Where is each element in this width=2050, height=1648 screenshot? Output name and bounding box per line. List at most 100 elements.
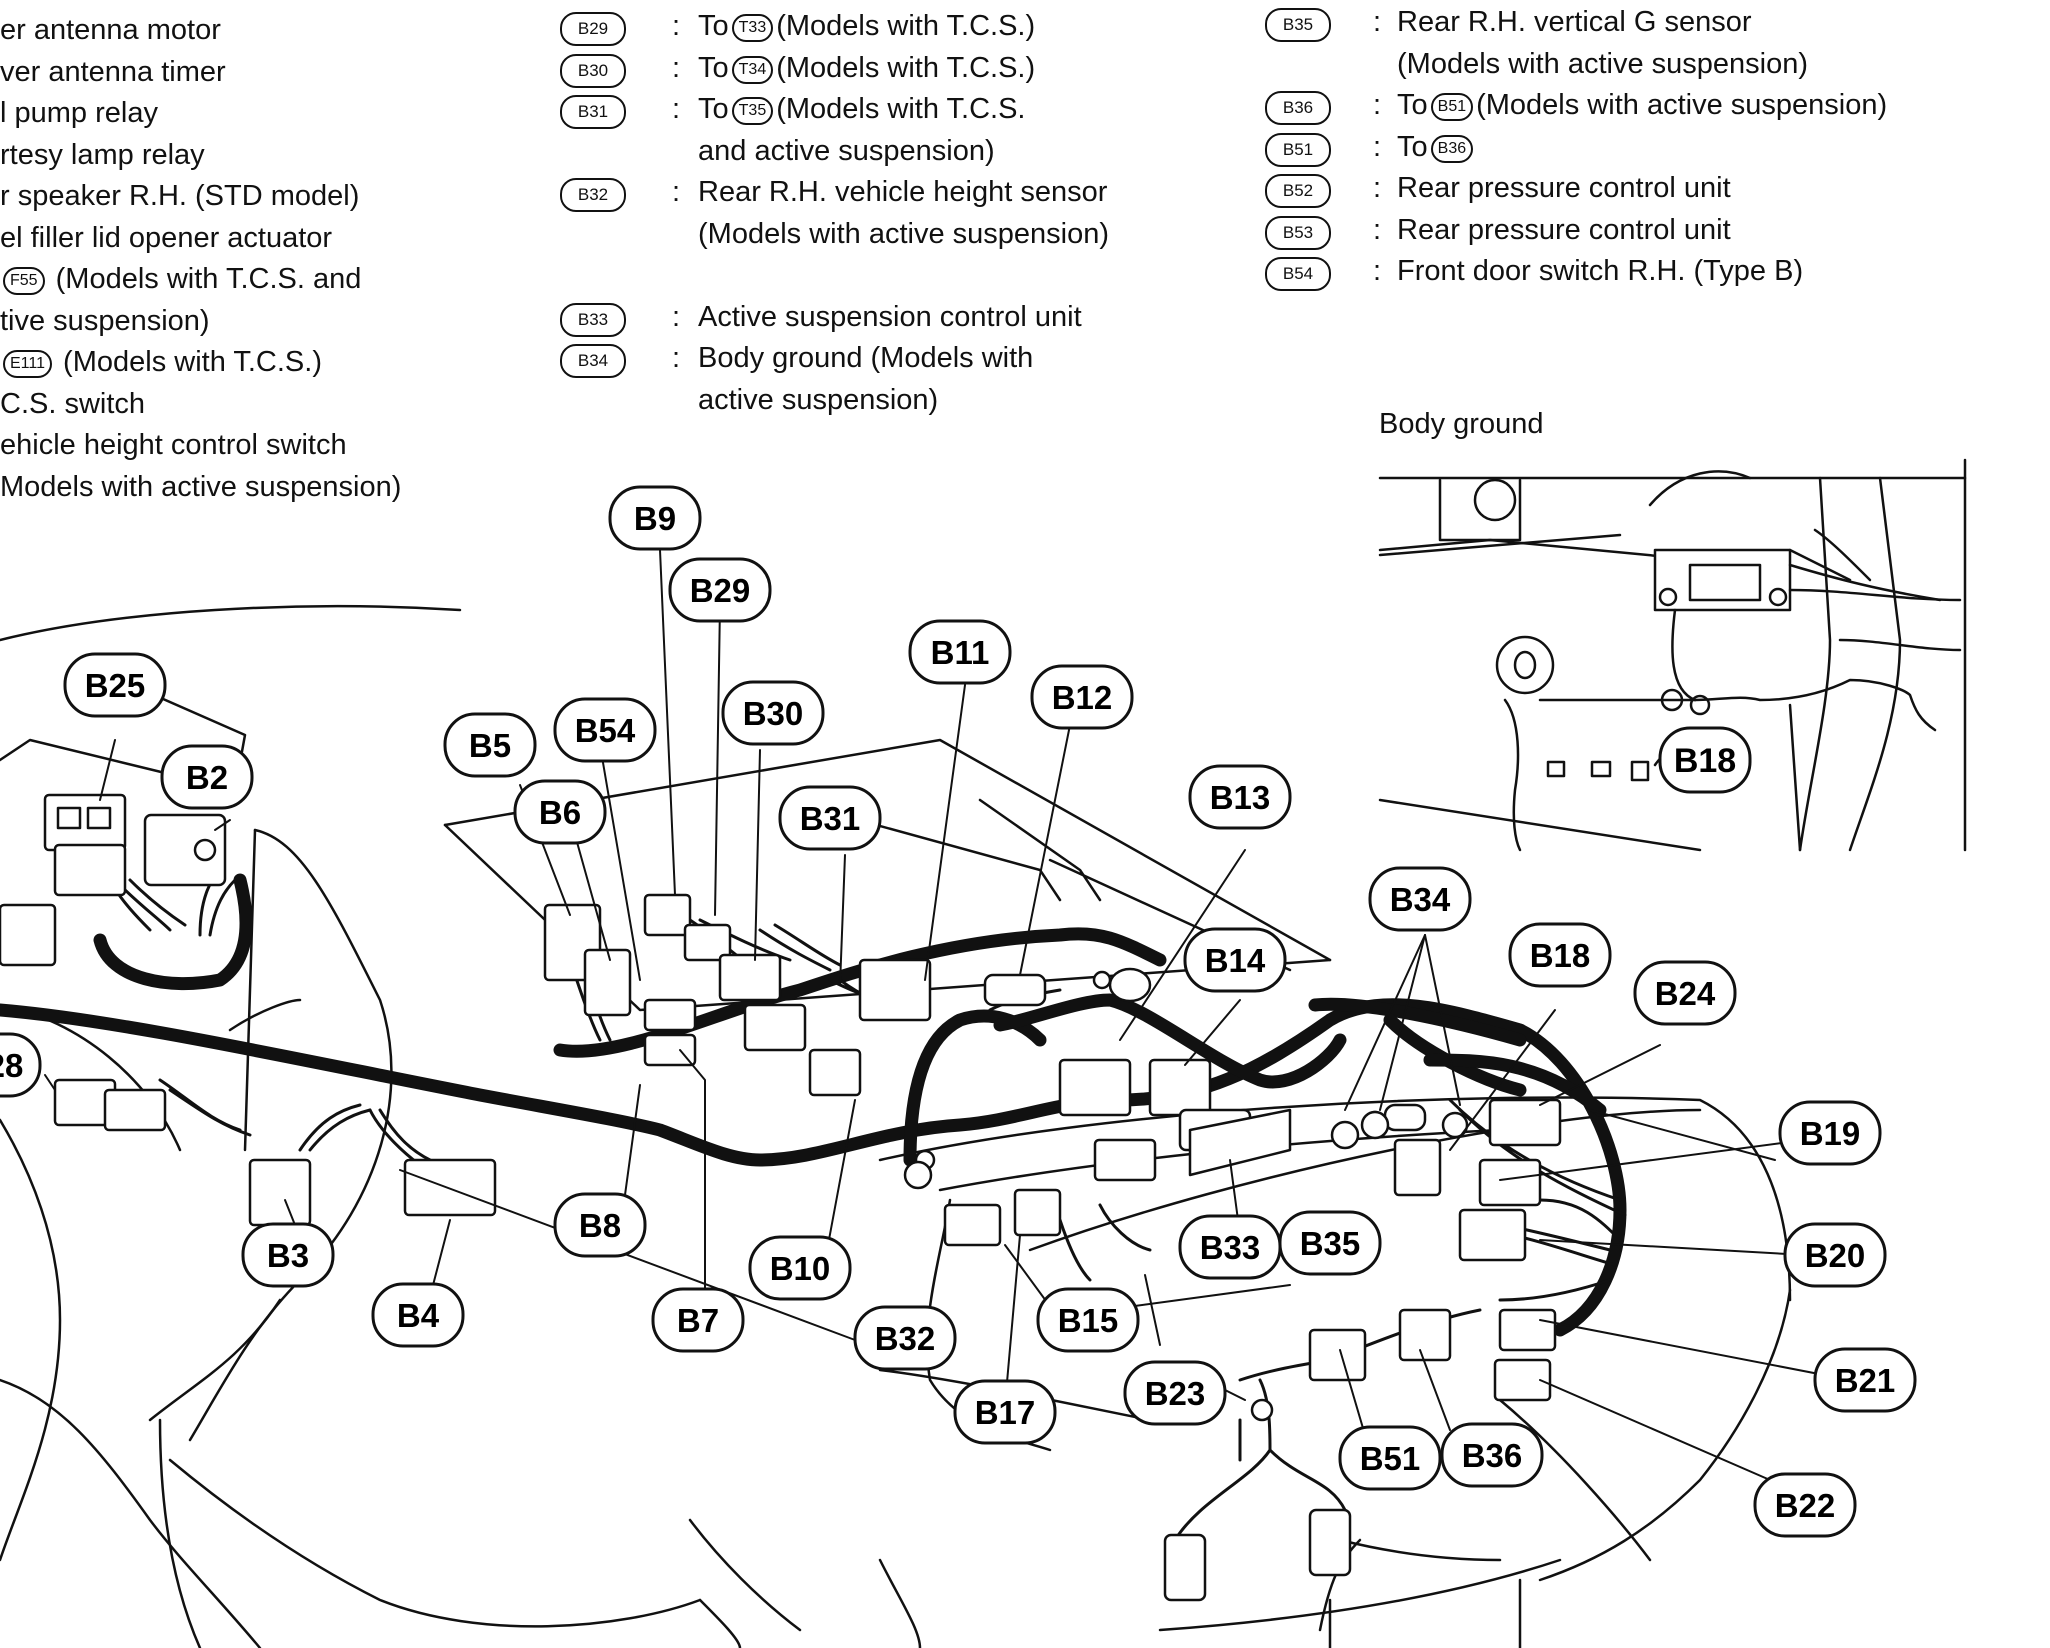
callout-label: B3 <box>267 1237 309 1274</box>
callout-box <box>513 779 607 845</box>
callout-label: B30 <box>743 695 804 732</box>
legend-text: To <box>698 93 729 125</box>
connector-code-badge: B29 <box>560 12 626 46</box>
legend-text: Rear R.H. vertical G sensor <box>1397 6 1752 38</box>
legend-text: Front door switch R.H. (Type B) <box>1397 255 1804 287</box>
legend-text: Rear R.H. vehicle height sensor <box>698 176 1108 208</box>
legend-description: and active suspension) <box>698 131 995 173</box>
left-legend-row: rtesy lamp relay <box>0 135 401 177</box>
callout-b30: B30 <box>721 680 825 746</box>
left-legend-text: ehicle height control switch <box>0 429 347 461</box>
connector-code-badge: B51 <box>1265 132 1331 167</box>
inset-b18-label: B18 <box>1674 742 1736 780</box>
connector-code-badge: B54 <box>1265 257 1331 291</box>
callout-label: B35 <box>1300 1225 1361 1262</box>
callout-b20: B20 <box>1783 1222 1887 1288</box>
callout-b17: B17 <box>953 1379 1057 1445</box>
callout-label: B24 <box>1655 975 1716 1012</box>
left-legend-row: el filler lid opener actuator <box>0 218 401 260</box>
legend-text: (Models with T.C.S.) <box>776 10 1036 42</box>
callout-box <box>1183 927 1287 993</box>
legend-colon: : <box>1373 6 1382 38</box>
left-legend-text: C.S. switch <box>0 387 146 420</box>
callout-b33: B33 <box>1178 1214 1282 1280</box>
callout-b9: B9 <box>608 485 702 551</box>
left-legend-text: rtesy lamp relay <box>0 138 205 171</box>
callout-b13: B13 <box>1188 764 1292 830</box>
left-legend-text: r speaker R.H. (STD model) <box>0 180 360 212</box>
connector-ref-badge: T33 <box>731 14 774 42</box>
legend-text: active suspension) <box>698 383 939 416</box>
left-legend-row: F55 (Models with T.C.S. and <box>0 259 401 301</box>
callout-b32: B32 <box>853 1305 957 1371</box>
callout-box <box>1338 1425 1442 1491</box>
connector-code-badge: B36 <box>1265 91 1331 125</box>
legend-colon: : <box>672 176 681 208</box>
callout-label: B51 <box>1360 1440 1421 1477</box>
legend-text: Rear pressure control unit <box>1397 172 1731 204</box>
callout-box <box>1036 1287 1140 1353</box>
connector-code-badge: B34 <box>560 344 626 378</box>
legend-colon: : <box>1373 89 1382 121</box>
legend-description: Front door switch R.H. (Type B) <box>1397 251 1803 293</box>
legend-text: (Models with active suspension) <box>1476 89 1888 121</box>
callout-box <box>1440 1422 1544 1488</box>
callout-b54: B54 <box>553 697 657 763</box>
callout-b8: B8 <box>553 1192 647 1258</box>
callout-label: B32 <box>875 1320 936 1357</box>
left-legend-row: r speaker R.H. (STD model) <box>0 176 401 218</box>
left-legend-row: E111 (Models with T.C.S.) <box>0 342 401 384</box>
callout-label: B20 <box>1805 1237 1866 1274</box>
callout-b5: B5 <box>443 712 537 778</box>
legend-description: Rear R.H. vertical G sensor <box>1397 2 1752 44</box>
callout-box <box>443 712 537 778</box>
callout-label: B14 <box>1205 942 1266 979</box>
callout-label: B4 <box>397 1297 440 1334</box>
connector-ref-badge: F55 <box>3 267 45 295</box>
callout-box <box>160 744 254 810</box>
callout-label: B2 <box>186 759 228 796</box>
legend-text: Rear pressure control unit <box>1397 213 1731 246</box>
callout-b51: B51 <box>1338 1425 1442 1491</box>
callout-box <box>1188 764 1292 830</box>
callout-box <box>0 1032 42 1098</box>
left-legend-text: l pump relay <box>0 97 158 129</box>
callout-label: B54 <box>575 712 636 749</box>
callout-b11: B11 <box>908 619 1012 685</box>
callout-box <box>1778 1100 1882 1166</box>
connector-code-badge: B35 <box>1265 8 1331 42</box>
callout-label: B8 <box>579 1207 621 1244</box>
callout-box <box>1123 1360 1227 1426</box>
left-legend-text: el filler lid opener actuator <box>0 221 333 254</box>
callout-b10: B10 <box>748 1235 852 1301</box>
left-legend-text: ver antenna timer <box>0 55 226 88</box>
callout-box <box>668 557 772 623</box>
callout-box <box>778 785 882 851</box>
callout-box <box>721 680 825 746</box>
legend-colon: : <box>672 51 681 84</box>
legend-colon: : <box>1373 130 1382 163</box>
callout-label: B5 <box>469 727 511 764</box>
callout-b7: B7 <box>651 1287 745 1353</box>
callout-b4: B4 <box>371 1282 465 1348</box>
connector-code-badge: B53 <box>1265 215 1331 250</box>
callout-b35: B35 <box>1278 1210 1382 1276</box>
callout-label: B22 <box>1775 1487 1836 1524</box>
callout-box <box>1278 1210 1382 1276</box>
callout-b12: B12 <box>1030 664 1134 730</box>
callout-box <box>1753 1472 1857 1538</box>
legend-description: Body ground (Models with <box>698 338 1033 380</box>
connector-code-badge: B33 <box>560 302 626 337</box>
callout-box <box>1783 1222 1887 1288</box>
callout-label: B19 <box>1800 1115 1861 1152</box>
connector-ref-badge: B51 <box>1430 93 1474 121</box>
left-legend-text: (Models with T.C.S.) <box>55 346 322 378</box>
callout-box <box>651 1287 745 1353</box>
